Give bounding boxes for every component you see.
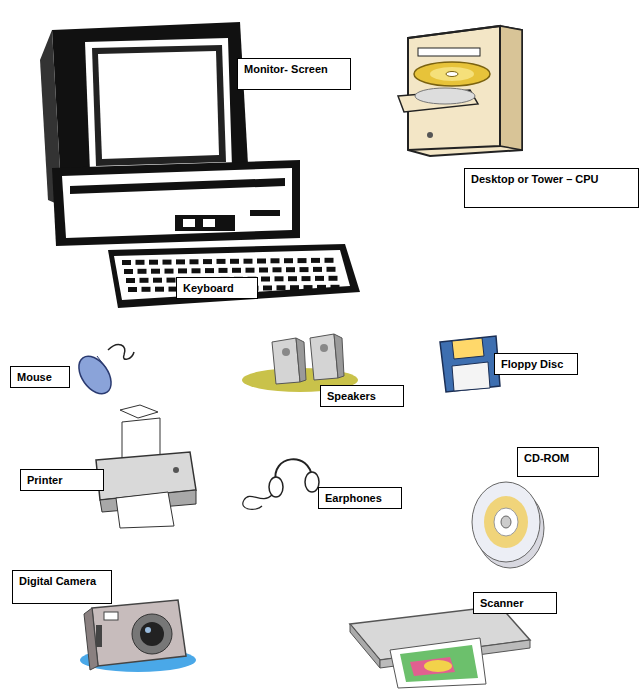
camera-drawing	[80, 600, 196, 672]
part-label: Speakers	[327, 389, 376, 403]
part-label: CD-ROM	[524, 451, 569, 465]
printer-drawing	[96, 405, 196, 528]
label-box: Scanner	[473, 592, 557, 614]
label-box: Desktop or Tower – CPU	[464, 168, 639, 208]
part-label: Keyboard	[183, 281, 234, 295]
scanner-drawing	[350, 606, 530, 688]
earphones-drawing	[243, 459, 319, 509]
part-label: Monitor- Screen	[244, 62, 328, 76]
label-box: Floppy Disc	[494, 353, 578, 375]
mouse-drawing	[72, 345, 134, 400]
label-box: CD-ROM	[517, 447, 599, 477]
monitor-drawing	[40, 22, 360, 308]
speakers-drawing	[242, 334, 358, 392]
part-label: Digital Camera	[19, 574, 96, 588]
part-label: Floppy Disc	[501, 357, 563, 371]
part-label: Earphones	[325, 491, 382, 505]
label-box: Earphones	[318, 487, 402, 509]
label-box: Printer	[20, 469, 104, 491]
part-label: Scanner	[480, 596, 523, 610]
floppy-drawing	[440, 336, 500, 392]
cd-drawing	[472, 482, 544, 568]
label-box: Monitor- Screen	[237, 58, 351, 90]
label-box: Keyboard	[176, 277, 258, 299]
part-label: Desktop or Tower – CPU	[471, 172, 599, 186]
tower-drawing	[398, 26, 522, 156]
label-box: Mouse	[10, 366, 70, 388]
label-box: Digital Camera	[12, 570, 112, 604]
part-label: Mouse	[17, 370, 52, 384]
label-box: Speakers	[320, 385, 404, 407]
part-label: Printer	[27, 473, 62, 487]
